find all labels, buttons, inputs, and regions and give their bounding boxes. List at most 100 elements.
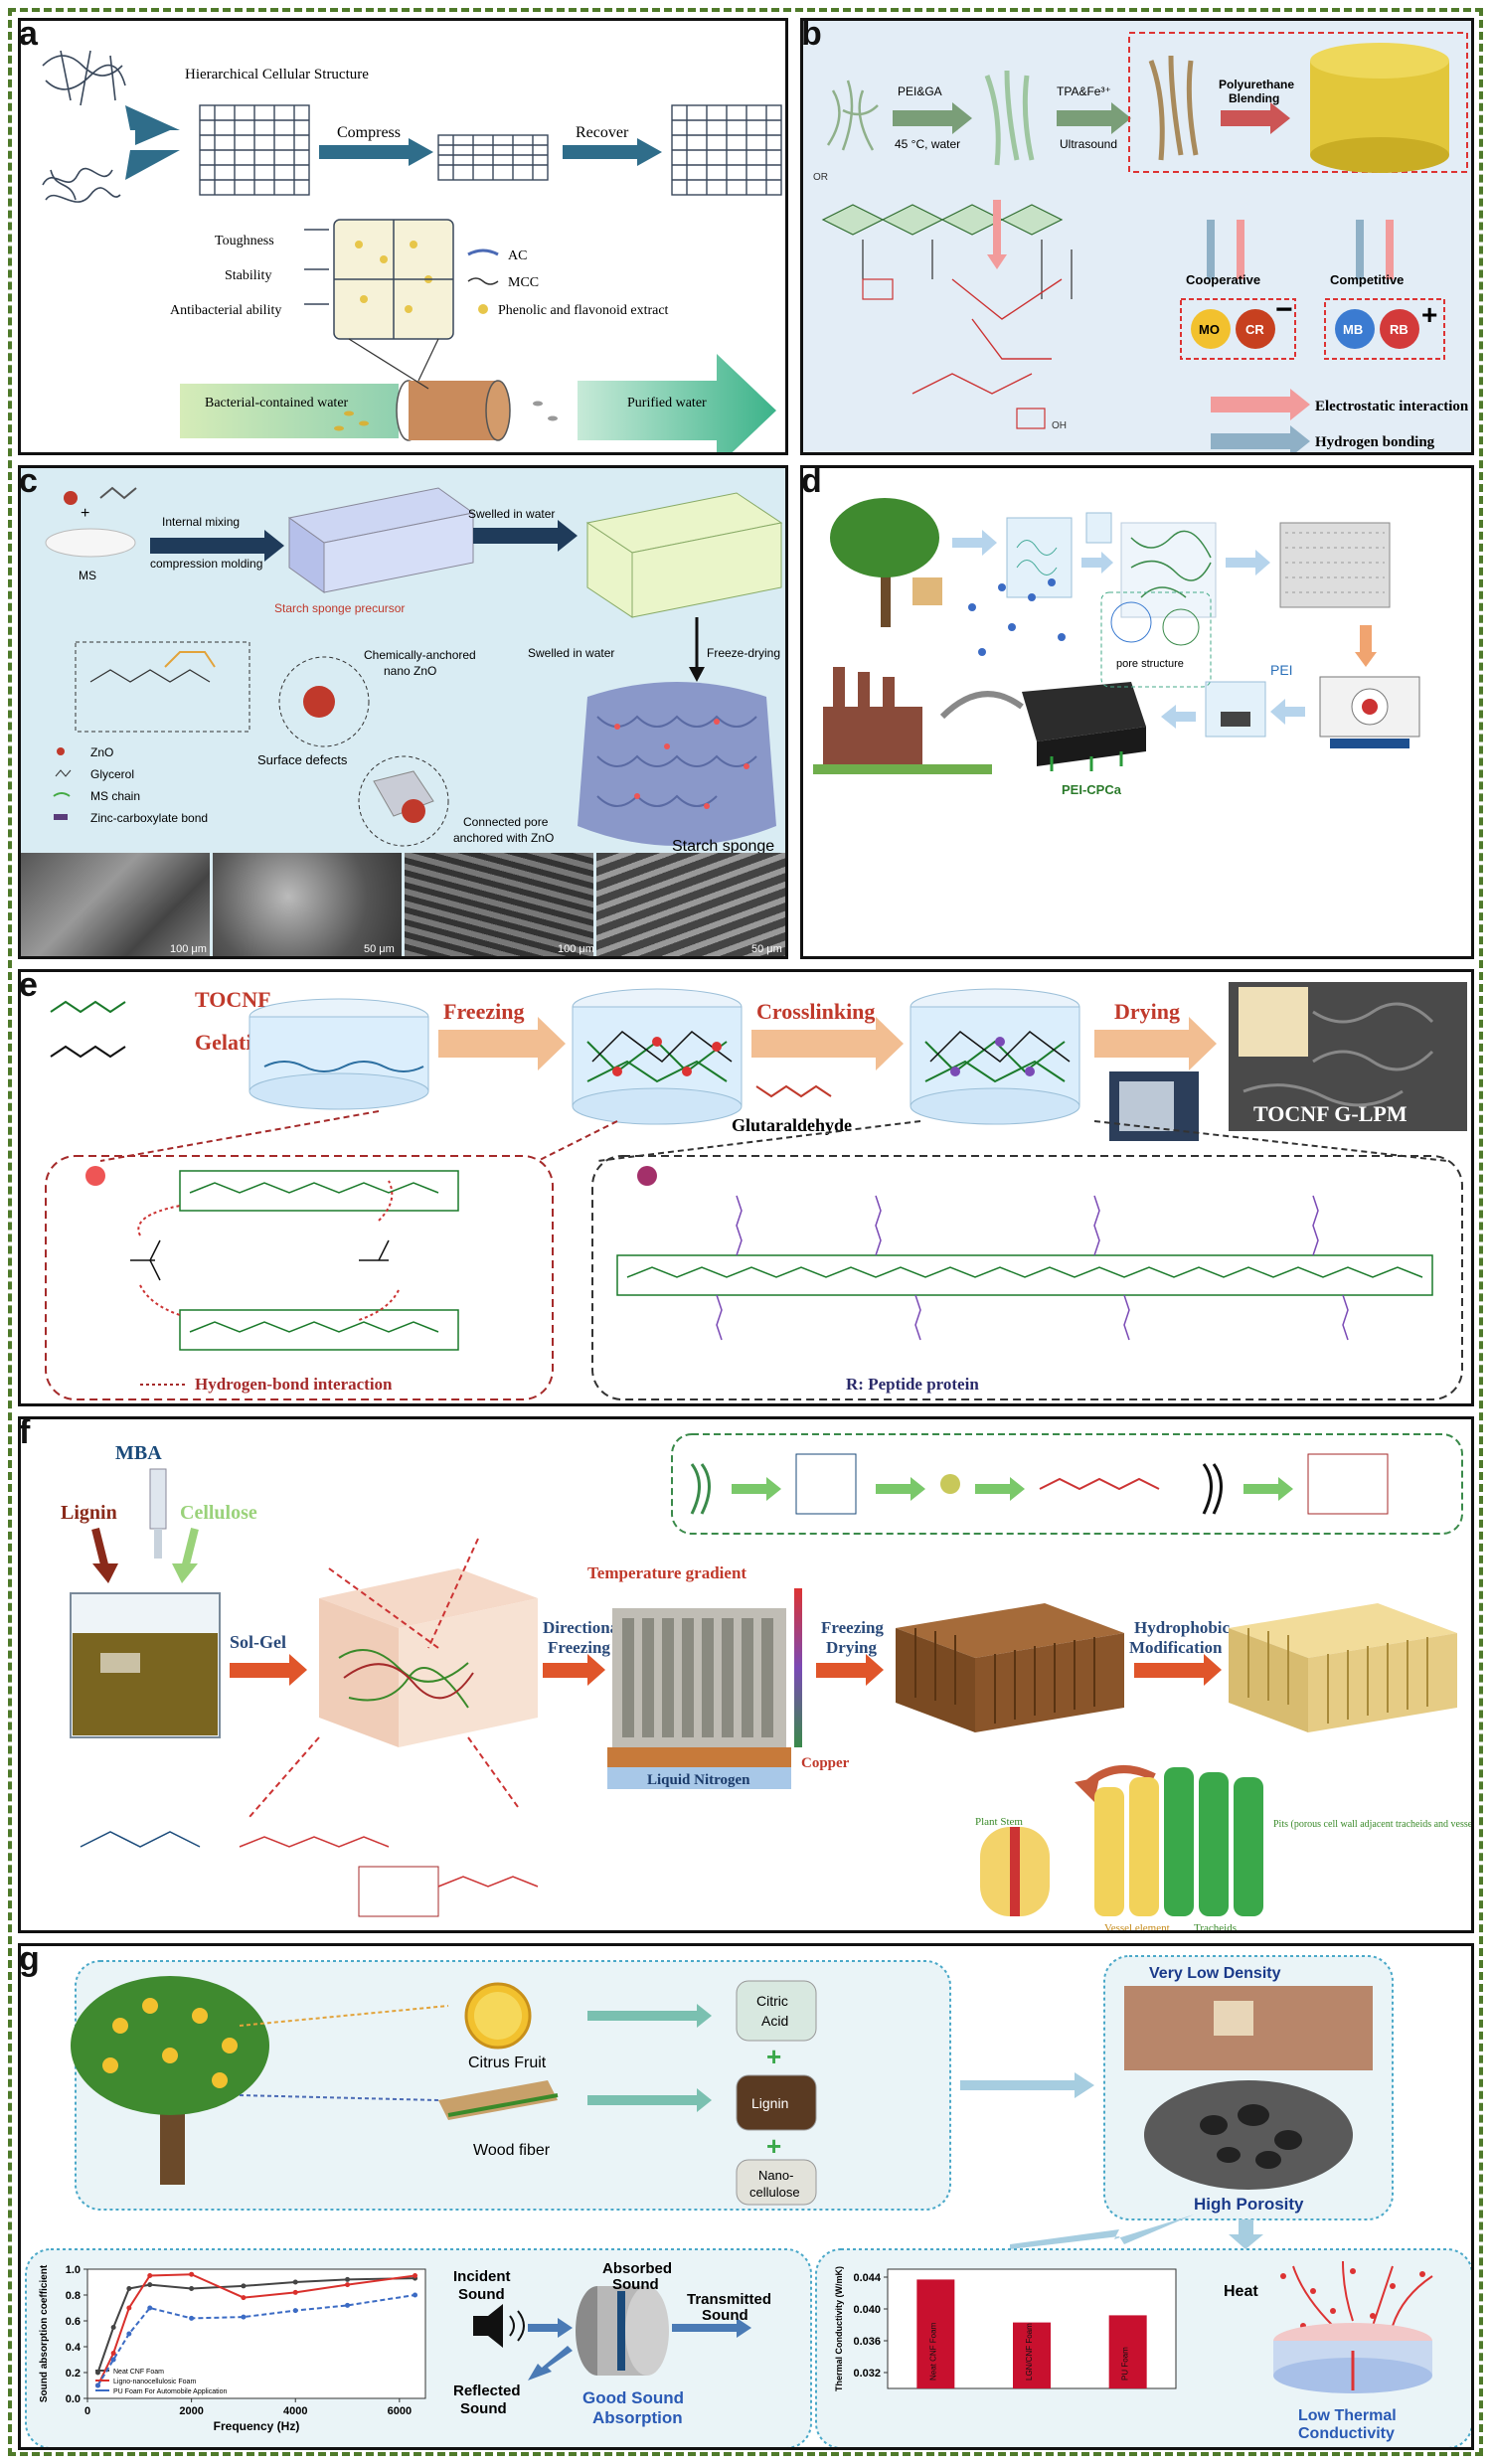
- anchored-label: Chemically-anchored: [364, 648, 476, 662]
- series-point: [189, 2271, 195, 2277]
- legend-phenolic: Phenolic and flavonoid extract: [498, 303, 669, 318]
- plant-label: Plant Stem: [975, 1816, 1023, 1828]
- y-tick-label: 0.4: [66, 2342, 82, 2354]
- mb-label: MB: [1343, 322, 1363, 337]
- vld-label: Very Low Density: [1149, 1965, 1281, 1982]
- panel-a-label: a: [19, 18, 38, 53]
- transmitted-sound-label: Sound: [702, 2307, 748, 2324]
- series-point: [126, 2286, 132, 2291]
- legend-entry: Ligno-nanocellulosic Foam: [113, 2379, 196, 2385]
- legend-entry: Neat CNF Foam: [113, 2369, 164, 2376]
- y-tick-label: 0.032: [853, 2368, 881, 2380]
- recover-label: Recover: [576, 124, 629, 141]
- cooperative-label: Cooperative: [1186, 272, 1260, 287]
- step1-cond-label: 45 °C, water: [895, 137, 960, 151]
- tracheid-bundle-icon: [1094, 1767, 1263, 1916]
- absorption-label: Absorption: [592, 2408, 683, 2427]
- lignin-label: Lignin: [61, 1502, 117, 1524]
- sem-image-2: [213, 853, 402, 956]
- bar: [1108, 2315, 1147, 2388]
- y-axis-label: Sound absorption coefficient: [39, 2264, 50, 2402]
- hbond-legend-label: Hydrogen bonding: [1315, 434, 1435, 450]
- panel-d-label: d: [801, 465, 822, 500]
- absorbed-label: Absorbed: [602, 2260, 672, 2277]
- y-tick-label: 0.036: [853, 2336, 881, 2348]
- cellulose-label: Cellulose: [180, 1502, 257, 1524]
- panel-b-diagram: PEI&GA 45 °C, water TPA&Fe³⁺ Ultrasound …: [813, 32, 1469, 452]
- bacterial-water-label: Bacterial-contained water: [205, 396, 349, 411]
- svg-text:+: +: [81, 505, 89, 522]
- product-label: PEI-CPCa: [1062, 782, 1122, 797]
- beaker-icon: [70, 1592, 221, 1738]
- panel-g-label: g: [19, 1943, 40, 1978]
- x-tick-label: 4000: [283, 2405, 307, 2417]
- bar: [916, 2279, 955, 2388]
- modified-fibers-icon: [984, 70, 1035, 166]
- pei-label: PEI: [1270, 662, 1293, 678]
- plus-label: +: [1421, 299, 1437, 330]
- hbond-interaction-label: Hydrogen-bond interaction: [195, 1375, 393, 1394]
- series-point: [189, 2315, 195, 2321]
- peptide-label: R: Peptide protein: [846, 1375, 979, 1394]
- series-point: [241, 2295, 247, 2301]
- step3b-label: Blending: [1229, 91, 1279, 105]
- heat-diagram: Heat Low Thermal Conductivity: [1224, 2260, 1433, 2442]
- gel-block-icon: [319, 1568, 538, 1747]
- pits-label: Pits (porous cell wall adjacent tracheid…: [1273, 1819, 1474, 1830]
- acid-label: Acid: [761, 2013, 788, 2029]
- reflected-label: Reflected: [453, 2382, 521, 2399]
- lowtc-label: Low Thermal: [1298, 2407, 1397, 2424]
- compression-label: compression molding: [150, 557, 262, 571]
- pei-beaker-icon: [1205, 681, 1266, 738]
- series-point: [147, 2305, 153, 2311]
- porous-block-icon: [1279, 522, 1391, 608]
- rb-label: RB: [1390, 322, 1408, 337]
- cellular-structure-compressed: [437, 134, 549, 181]
- hydrophobic-label: Hydrophobic: [1134, 1618, 1231, 1637]
- step2-cond-label: Ultrasound: [1060, 137, 1117, 151]
- y-tick-label: 0.8: [66, 2290, 81, 2302]
- zno-particle-icon: [303, 686, 335, 718]
- bar-category-label: Neat CNF Foam: [928, 2322, 937, 2381]
- rb-sphere-icon: [1380, 309, 1419, 349]
- photo-label: TOCNF G-LPM: [1253, 1101, 1408, 1126]
- incident-label: Incident: [453, 2268, 511, 2285]
- solgel-label: Sol-Gel: [230, 1632, 286, 1652]
- cr-sphere-icon: [1236, 309, 1275, 349]
- bar-category-label: PU Foam: [1121, 2347, 1130, 2381]
- citrus-tree-icon: [71, 1976, 269, 2185]
- series-point: [292, 2279, 298, 2285]
- y-tick-label: 0.044: [853, 2272, 881, 2284]
- series-point: [110, 2357, 116, 2363]
- sem-image-3: [405, 853, 593, 956]
- oven-icon: [1109, 1071, 1199, 1141]
- series-point: [110, 2351, 116, 2356]
- transmitted-label: Transmitted: [687, 2291, 771, 2308]
- x-tick-label: 2000: [179, 2405, 203, 2417]
- mba-label: MBA: [115, 1442, 162, 1464]
- swelled-block: [585, 492, 783, 618]
- series-point: [413, 2273, 418, 2278]
- panel-g: g Citrus Fruit Wood fiber Citric Acid +: [18, 1943, 1474, 2450]
- freezing2-label: Freezing: [821, 1618, 884, 1637]
- connected-label: Connected pore: [463, 815, 549, 829]
- phenolic-legend-icon: [478, 304, 488, 314]
- x-axis-label: Frequency (Hz): [214, 2419, 300, 2433]
- pipette-icon: [149, 1468, 167, 1559]
- freezing-mold-icon: [607, 1608, 791, 1789]
- pore-label: pore structure: [1116, 658, 1184, 670]
- fiber-coil-icon: [42, 167, 121, 203]
- sem-image-4: [596, 853, 785, 956]
- scale-bar-4: 50 μm: [751, 943, 782, 955]
- tracheids-label: Tracheids: [1194, 1922, 1237, 1933]
- plot-area: [86, 2268, 426, 2399]
- series-point: [126, 2305, 132, 2311]
- series-point: [413, 2292, 418, 2298]
- citric-acid-jar-icon: [736, 1980, 817, 2042]
- legend-ms-chain: MS chain: [90, 789, 140, 803]
- purified-water-label: Purified water: [627, 396, 707, 411]
- competitive-label: Competitive: [1330, 272, 1404, 287]
- factory-icon: [813, 667, 992, 774]
